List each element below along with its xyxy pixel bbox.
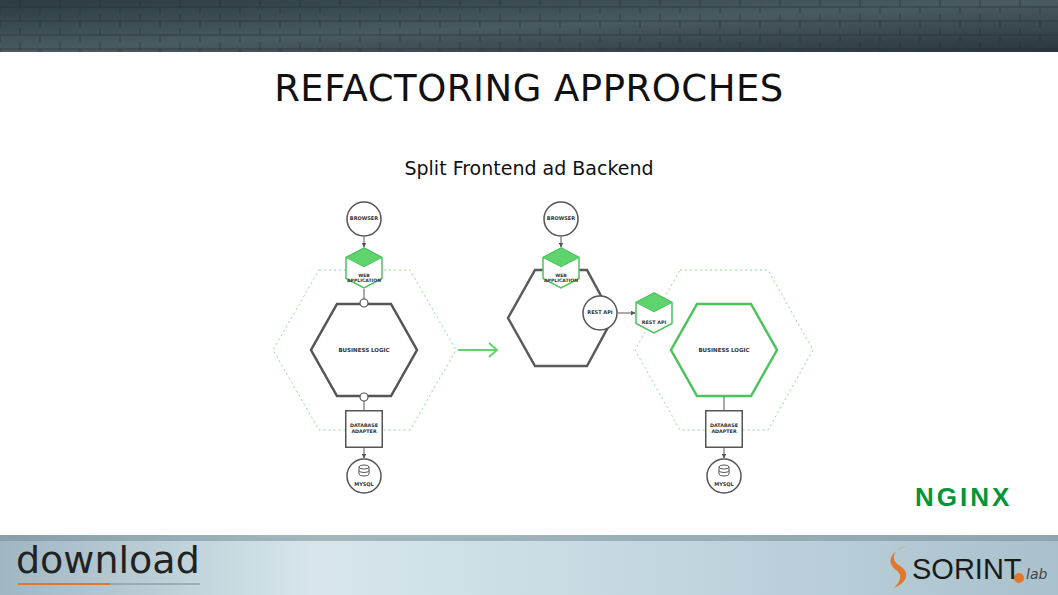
api-cube: REST API xyxy=(635,292,673,334)
cube-outline xyxy=(543,248,579,288)
connector-line xyxy=(561,237,562,247)
database-icon-top xyxy=(359,465,369,469)
logic-hexagon: BUSINESS LOGIC xyxy=(670,303,778,397)
node-label: BROWSER xyxy=(547,216,575,222)
connector-line xyxy=(618,313,635,314)
database-circle: MYSQL xyxy=(346,458,382,494)
database-icon-top xyxy=(719,465,729,469)
slide-title: REFACTORING APPROCHES xyxy=(0,70,1058,107)
cube-top-face xyxy=(636,293,672,312)
database-icon-ring xyxy=(359,471,369,473)
node-label: WEB APPLICATION xyxy=(544,273,578,284)
footer-band xyxy=(0,535,1058,595)
node-label: REST API xyxy=(642,320,666,326)
node-label: BUSINESS LOGIC xyxy=(338,347,389,353)
component-cube: WEB APPLICATION xyxy=(345,247,383,289)
hexagon-outline xyxy=(671,304,777,396)
adapter-box: DATABASE ADAPTER xyxy=(705,410,743,448)
logo-underline xyxy=(110,584,200,585)
node-label: WEB APPLICATION xyxy=(347,273,381,284)
database-circle: MYSQL xyxy=(706,458,742,494)
browser-circle: BROWSER xyxy=(543,201,579,237)
circle-outline xyxy=(583,296,617,330)
node-label: MYSQL xyxy=(714,482,734,488)
node-label: BROWSER xyxy=(350,216,378,222)
vendor-logo: NGINX xyxy=(915,484,1012,510)
sorint-logo-mark xyxy=(891,546,907,588)
logic-hexagon: BUSINESS LOGIC xyxy=(310,303,418,397)
node-label: DATABASE ADAPTER xyxy=(347,423,381,434)
api-circle: REST API xyxy=(582,295,618,331)
node-shape xyxy=(346,458,382,494)
connector-line xyxy=(364,237,365,247)
company-logo: SORINT xyxy=(912,555,1022,584)
refactor-arrow-head xyxy=(489,343,497,357)
node-label: MYSQL xyxy=(354,482,374,488)
node-shape xyxy=(635,292,673,334)
cube-outline xyxy=(636,293,672,333)
circle-outline xyxy=(347,202,381,236)
hexagon-outline xyxy=(311,304,417,396)
circle-outline xyxy=(544,202,578,236)
port-circle xyxy=(360,299,368,307)
slide-subtitle: Split Frontend ad Backend xyxy=(0,159,1058,178)
node-label: BUSINESS LOGIC xyxy=(698,347,749,353)
connector-line xyxy=(724,448,725,458)
cube-top-face xyxy=(346,248,382,267)
circle-outline xyxy=(707,459,741,493)
connector-line xyxy=(364,289,365,303)
node-label: DATABASE ADAPTER xyxy=(707,423,741,434)
connector-line xyxy=(364,397,365,410)
event-logo: download xyxy=(16,541,200,579)
boundary-hexagon xyxy=(273,270,456,430)
cube-outline xyxy=(346,248,382,288)
port-circle xyxy=(360,393,368,401)
browser-circle: BROWSER xyxy=(346,201,382,237)
boundary-hexagon xyxy=(635,270,813,430)
logo-underline xyxy=(18,583,110,585)
box-outline xyxy=(346,411,383,448)
refactor-arrow xyxy=(458,349,496,351)
component-cube: WEB APPLICATION xyxy=(542,247,580,289)
database-icon-ring xyxy=(719,471,729,473)
node-shape xyxy=(706,458,742,494)
box-outline xyxy=(706,411,743,448)
header-band xyxy=(0,0,1058,52)
connector-line xyxy=(724,397,725,410)
circle-outline xyxy=(347,459,381,493)
connector-layer xyxy=(364,237,724,458)
company-logo-suffix: lab xyxy=(1026,567,1047,581)
connector-line xyxy=(364,448,365,458)
node-label: REST API xyxy=(587,310,612,316)
cube-top-face xyxy=(543,248,579,267)
header-texture xyxy=(0,0,1058,52)
adapter-box: DATABASE ADAPTER xyxy=(345,410,383,448)
